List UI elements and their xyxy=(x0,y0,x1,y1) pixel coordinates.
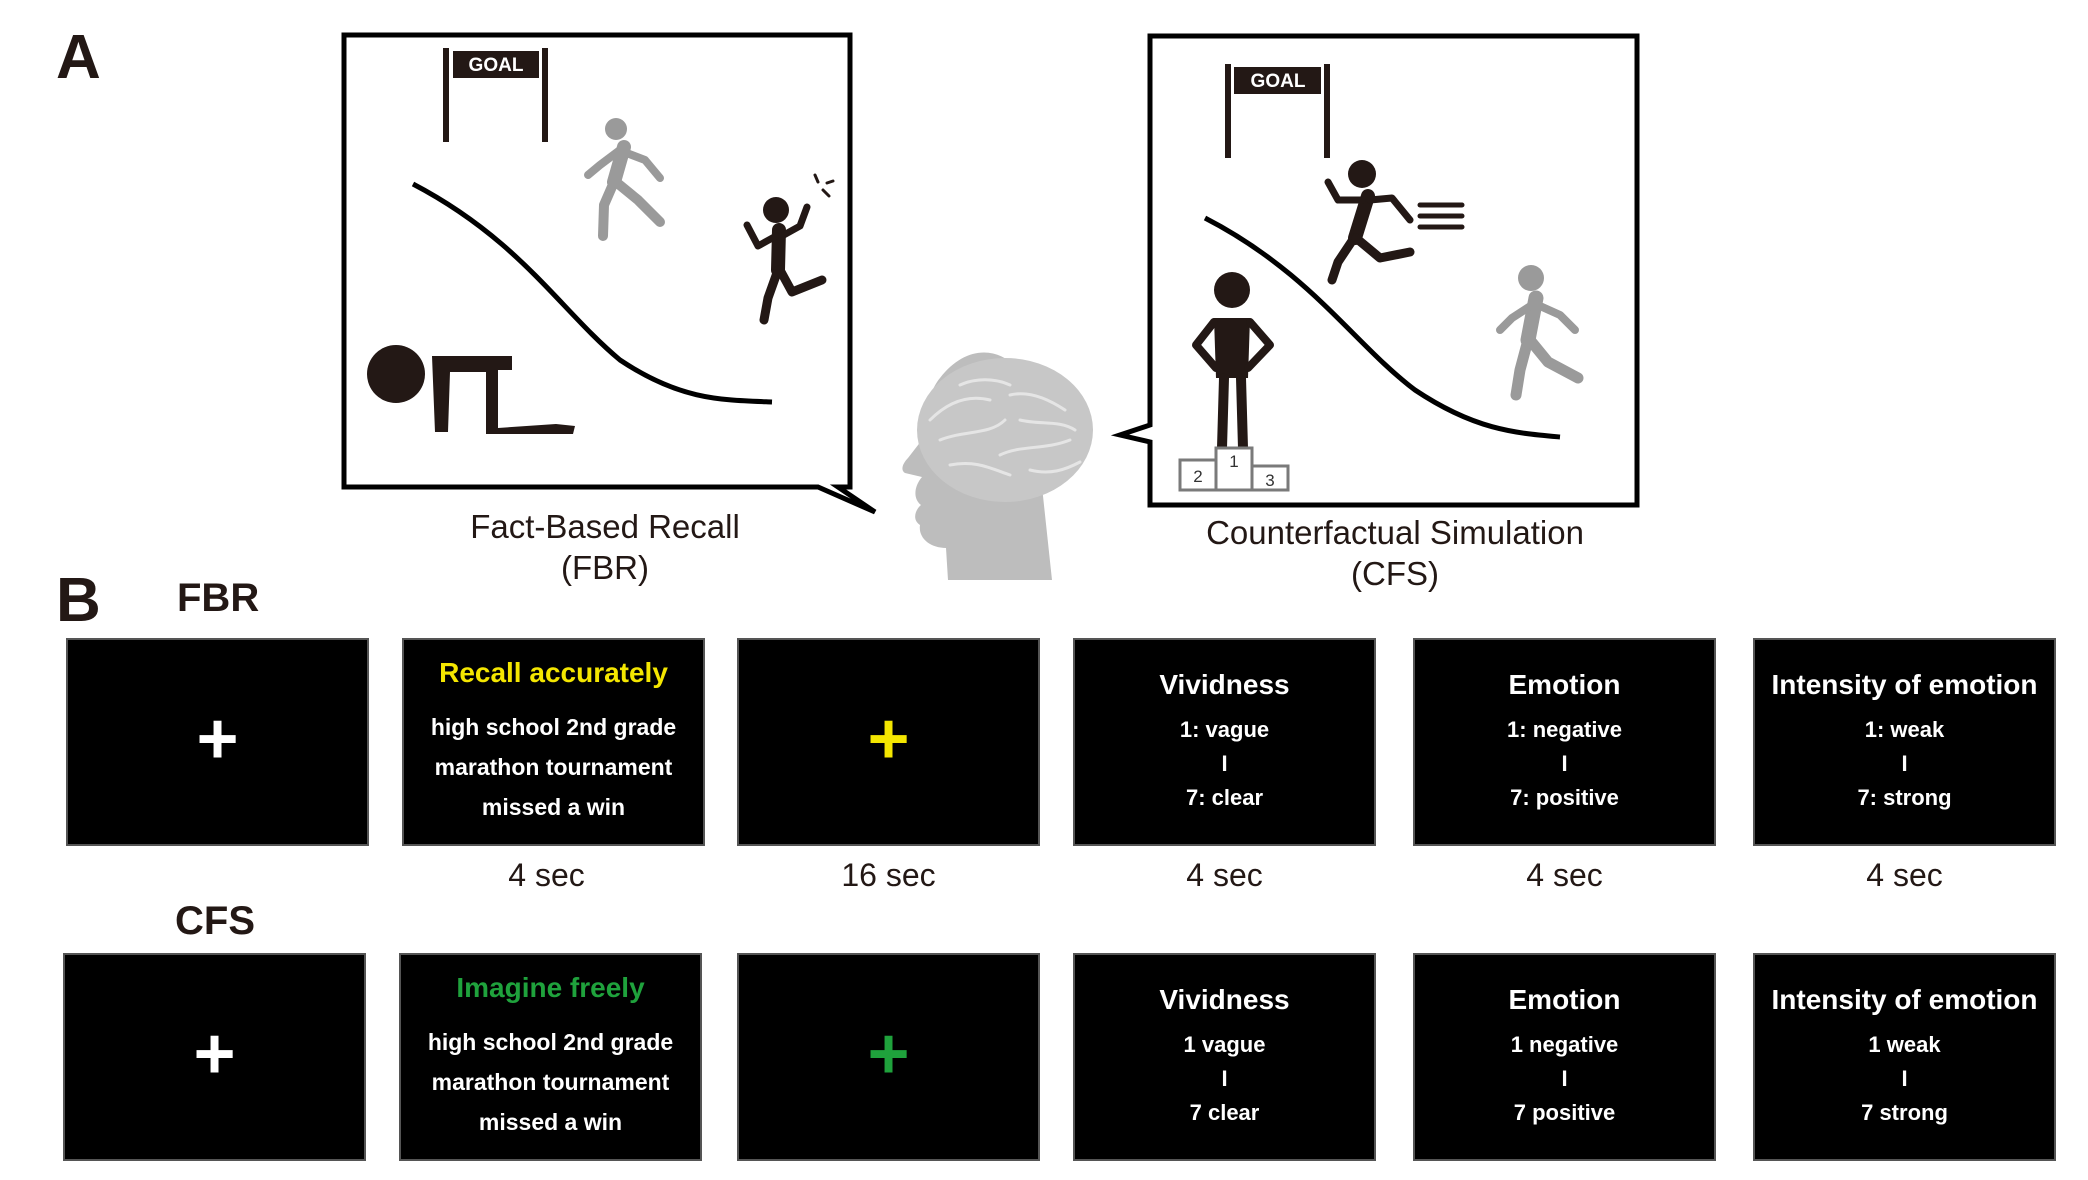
cue-line: high school 2nd grade xyxy=(427,1029,674,1055)
fbr-speech-bubble: GOAL xyxy=(341,32,877,515)
podium-label-1: 1 xyxy=(1229,452,1238,471)
cue-line: missed a win xyxy=(478,1109,623,1135)
rating-title: Emotion xyxy=(1508,669,1621,700)
fbr-goal-label: GOAL xyxy=(469,55,524,76)
fbr-intensity-screen: Intensity of emotion 1: weak I 7: strong xyxy=(1753,638,2056,846)
rating-high: 7: clear xyxy=(1185,785,1264,810)
rating-mid: I xyxy=(1221,751,1228,776)
panel-b-letter: B xyxy=(56,566,101,635)
fbr-goal-post: GOAL xyxy=(443,48,548,142)
fbr-caption-line2: (FBR) xyxy=(561,549,649,587)
cfs-caption: Counterfactual Simulation (CFS) xyxy=(1170,512,1620,595)
fbr-emotion-screen: Emotion 1: negative I 7: positive xyxy=(1413,638,1716,846)
fbr-hill-curve xyxy=(411,181,773,405)
rating-high: 7: positive xyxy=(1510,785,1619,810)
fixation-cross: + xyxy=(193,1014,236,1094)
cfs-row-label: CFS xyxy=(175,899,255,943)
rating-title: Vividness xyxy=(1159,984,1290,1015)
cfs-intensity-screen: Intensity of emotion 1 weak I 7 strong xyxy=(1753,953,2056,1161)
rating-low: 1: weak xyxy=(1864,717,1945,742)
rating-mid: I xyxy=(1901,1066,1908,1091)
fbr-instruction-screen: Recall accurately high school 2nd grade … xyxy=(402,638,705,846)
cfs-speech-bubble: GOAL xyxy=(1110,33,1640,508)
cue-line: marathon tournament xyxy=(431,1069,670,1095)
cfs-hill-curve xyxy=(1203,215,1561,440)
cue-line: missed a win xyxy=(481,794,626,820)
rating-mid: I xyxy=(1561,1066,1568,1091)
fbr-task-fixation-screen: + xyxy=(737,638,1040,846)
podium xyxy=(1178,446,1290,492)
panel-a-letter: A xyxy=(56,23,101,92)
rating-title: Emotion xyxy=(1508,984,1621,1015)
cfs-caption-line1: Counterfactual Simulation xyxy=(1206,514,1584,551)
task-fixation-cross: + xyxy=(867,699,910,779)
cfs-task-fixation-screen: + xyxy=(737,953,1040,1161)
fixation-cross: + xyxy=(196,699,239,779)
rating-high: 7 positive xyxy=(1513,1100,1616,1125)
duration-label: 4 sec xyxy=(1866,857,1943,893)
fbr-vividness-screen: Vividness 1: vague I 7: clear xyxy=(1073,638,1376,846)
cfs-caption-line2: (CFS) xyxy=(1351,555,1439,593)
fast-runner-figure xyxy=(1324,160,1465,285)
duration-label: 16 sec xyxy=(841,857,936,893)
rating-title: Vividness xyxy=(1159,669,1290,700)
cfs-instruction-screen: Imagine freely high school 2nd grade mar… xyxy=(399,953,702,1161)
gray-runner-figure xyxy=(584,118,665,241)
rating-mid: I xyxy=(1561,751,1568,776)
winner-on-podium-figure: 2 1 3 xyxy=(1178,272,1290,492)
cue-line: marathon tournament xyxy=(434,754,673,780)
rating-high: 7 clear xyxy=(1189,1100,1260,1125)
head-with-brain-icon xyxy=(902,352,1093,580)
duration-label: 4 sec xyxy=(1526,857,1603,893)
rating-low: 1: vague xyxy=(1179,717,1270,742)
cfs-goal-post: GOAL xyxy=(1225,64,1330,158)
fbr-instruction-text: Recall accurately xyxy=(439,657,668,688)
tired-runner-figure xyxy=(743,173,835,325)
rating-low: 1: negative xyxy=(1507,717,1622,742)
rating-title: Intensity of emotion xyxy=(1771,669,2038,700)
cfs-instruction-text: Imagine freely xyxy=(456,972,645,1003)
cfs-vividness-screen: Vividness 1 vague I 7 clear xyxy=(1073,953,1376,1161)
rating-high: 7 strong xyxy=(1861,1100,1948,1125)
fbr-caption-line1: Fact-Based Recall xyxy=(470,508,740,545)
rating-low: 1 negative xyxy=(1510,1032,1619,1057)
fbr-fixation-screen: + xyxy=(66,638,369,846)
rating-title: Intensity of emotion xyxy=(1771,984,2038,1015)
cfs-goal-label: GOAL xyxy=(1251,71,1306,92)
cfs-fixation-screen: + xyxy=(63,953,366,1161)
fbr-caption: Fact-Based Recall (FBR) xyxy=(420,506,790,589)
rating-high: 7: strong xyxy=(1857,785,1952,810)
podium-label-3: 3 xyxy=(1265,471,1274,490)
cfs-gray-runner-figure xyxy=(1496,265,1584,401)
task-fixation-cross: + xyxy=(867,1014,910,1094)
cfs-emotion-screen: Emotion 1 negative I 7 positive xyxy=(1413,953,1716,1161)
podium-label-2: 2 xyxy=(1193,467,1202,486)
fbr-row-label: FBR xyxy=(177,576,260,620)
rating-low: 1 vague xyxy=(1183,1032,1266,1057)
duration-label: 4 sec xyxy=(508,857,585,893)
rating-mid: I xyxy=(1901,751,1908,776)
panel-a-illustration: GOAL xyxy=(341,32,1640,580)
duration-label: 4 sec xyxy=(1186,857,1263,893)
fallen-runner-figure xyxy=(367,345,575,434)
cue-line: high school 2nd grade xyxy=(430,714,677,740)
rating-low: 1 weak xyxy=(1868,1032,1941,1057)
rating-mid: I xyxy=(1221,1066,1228,1091)
